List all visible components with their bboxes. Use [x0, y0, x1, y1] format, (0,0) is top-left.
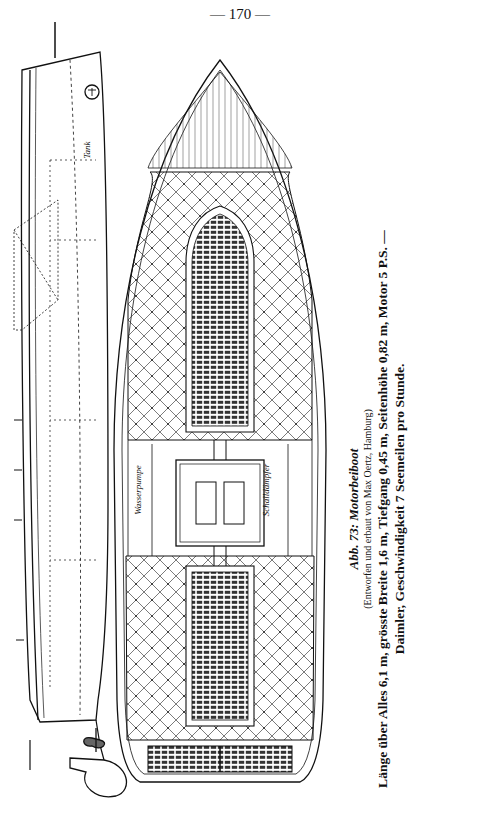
designer-note: (Entworfen und erbaut von Max Oertz, Ham…	[361, 224, 374, 794]
part-label: Wasserpumpe	[133, 465, 143, 515]
side-view	[14, 22, 126, 797]
plan-view	[114, 60, 326, 782]
figure-caption: Abb. 73: Motorbeiboot	[346, 224, 361, 794]
page-number: — 170 —	[0, 6, 480, 23]
part-label: Schalldämpfer	[261, 464, 271, 517]
caption-block: Abb. 73: Motorbeiboot (Entworfen und erb…	[346, 224, 424, 794]
part-label: Tank	[81, 141, 91, 158]
spec-text: Länge über Alles 6,1 m, grösste Breite 1…	[374, 224, 408, 794]
